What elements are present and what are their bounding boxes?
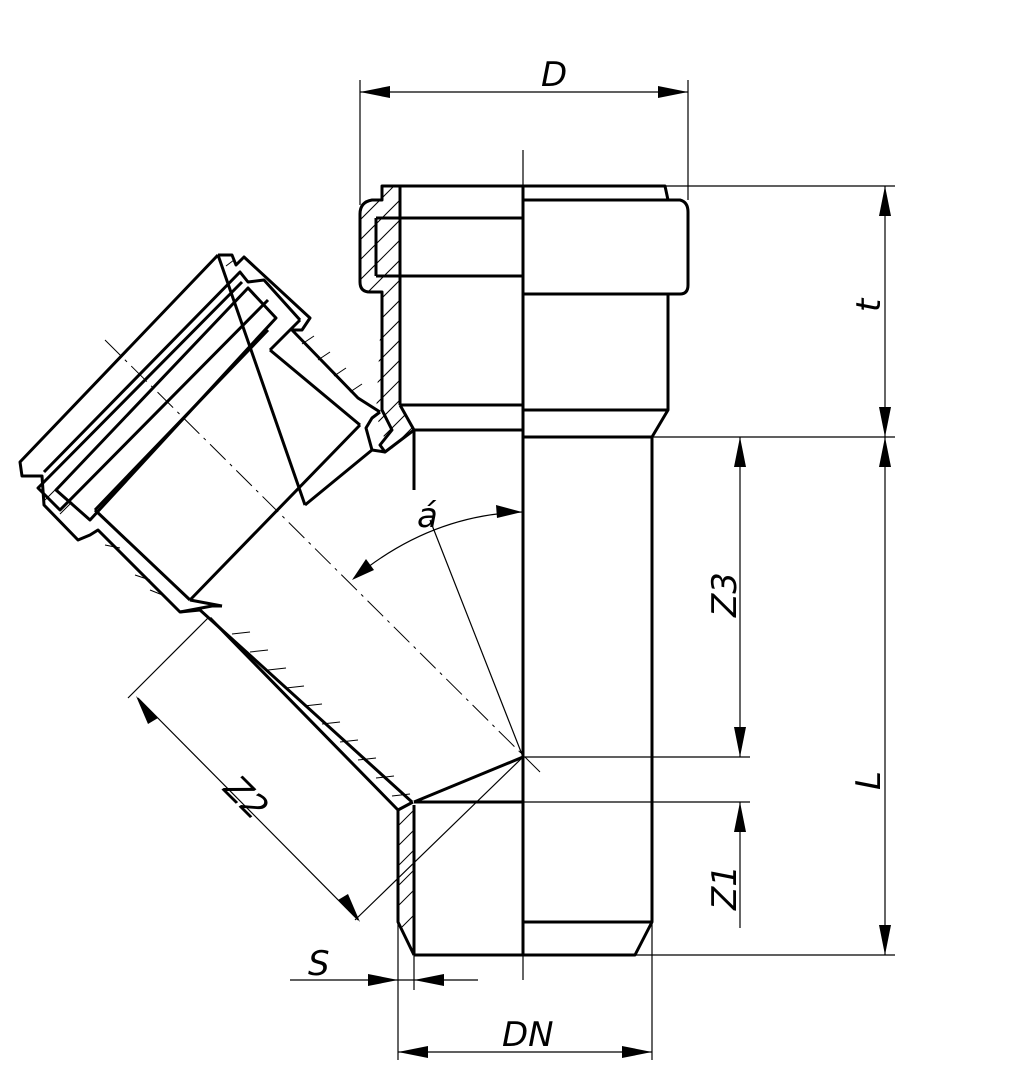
D-label: D bbox=[541, 55, 567, 95]
angle-dimension: á bbox=[352, 496, 524, 758]
center-lines bbox=[104, 150, 750, 980]
dimension-D: D bbox=[359, 55, 689, 205]
DN-label: DN bbox=[502, 1015, 554, 1055]
main-wall-hatching bbox=[360, 186, 414, 475]
alpha-label: á bbox=[417, 496, 438, 536]
Z1-label: Z1 bbox=[705, 865, 745, 911]
lower-wall-hatching bbox=[398, 810, 414, 928]
dimension-t: t bbox=[652, 185, 895, 438]
dimension-DN: DN bbox=[398, 922, 653, 1060]
t-label: t bbox=[849, 297, 889, 312]
L-label: L bbox=[849, 771, 889, 790]
S-label: S bbox=[308, 944, 330, 984]
dimension-L: L bbox=[635, 437, 895, 956]
dimension-Z2: Z2 bbox=[127, 617, 360, 922]
Z2-label: Z2 bbox=[215, 767, 276, 828]
main-body-section-half bbox=[358, 184, 525, 957]
dimension-S: S bbox=[290, 922, 478, 1060]
dimension-Z3: Z3 bbox=[705, 437, 746, 757]
dimension-Z1: Z1 bbox=[705, 802, 746, 928]
branch-section bbox=[18, 253, 414, 812]
Z3-label: Z3 bbox=[705, 572, 745, 618]
branch-wall-hatching bbox=[44, 259, 411, 797]
main-body-outside-half bbox=[523, 184, 690, 957]
